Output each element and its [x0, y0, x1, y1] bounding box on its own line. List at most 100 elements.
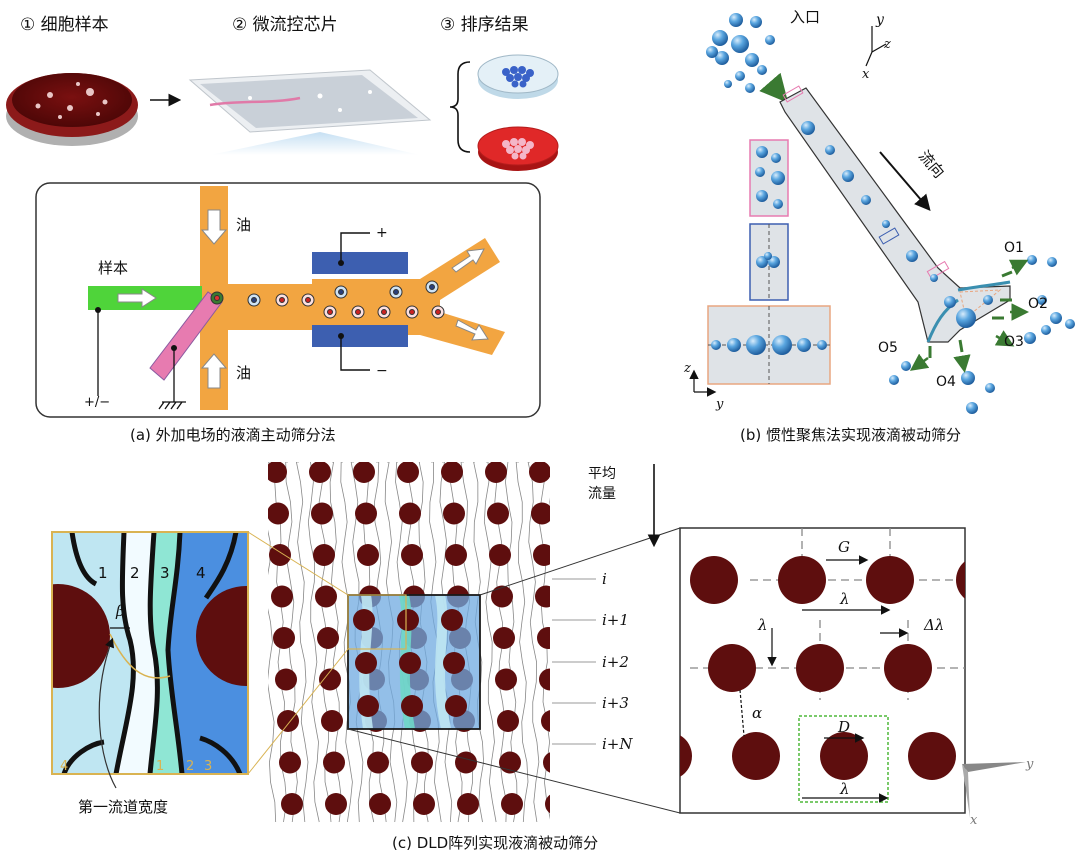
- array-post: [279, 751, 301, 774]
- minus-label: −: [376, 363, 388, 379]
- array-post: [357, 544, 379, 566]
- array-post: [545, 794, 550, 814]
- cross-section-middle: [749, 223, 789, 301]
- array-post: [443, 502, 465, 525]
- diameter-label: D: [837, 718, 850, 736]
- array-post: [541, 710, 550, 732]
- array-post: [489, 544, 511, 566]
- row-label-i3: i+3: [602, 694, 629, 712]
- stream-number-1: 1: [98, 564, 108, 582]
- delta-lambda-label: Δλ: [923, 616, 944, 634]
- array-post: [311, 502, 333, 525]
- array-streamline: [515, 462, 529, 823]
- array-post: [397, 462, 419, 483]
- array-streamline: [307, 462, 320, 823]
- bottom-number-2: 2: [186, 759, 194, 774]
- array-post: [277, 710, 299, 732]
- array-post: [271, 585, 293, 608]
- gap-label: G: [838, 538, 850, 556]
- array-post: [309, 462, 331, 483]
- array-post: [268, 462, 287, 483]
- caption-b: (b) 惯性聚焦法实现液滴被动筛分: [740, 426, 961, 444]
- row-label-in: i+N: [602, 735, 633, 753]
- row-label-i1: i+1: [602, 611, 629, 629]
- array-post: [317, 627, 339, 649]
- flow-direction-label: 流向: [915, 147, 948, 182]
- array-post: [353, 462, 375, 483]
- outlet-o3: O3: [1004, 334, 1024, 350]
- section-axes: [689, 369, 717, 397]
- cross-section-top: [749, 139, 789, 217]
- plus-label: +: [376, 225, 388, 241]
- geometry-zoom: [680, 528, 965, 803]
- array-post: [539, 668, 550, 691]
- section-axis-z: z: [683, 361, 691, 376]
- array-post: [537, 627, 550, 649]
- array-post: [369, 793, 391, 815]
- array-streamline: [549, 497, 550, 507]
- array-streamline: [268, 462, 277, 823]
- zoom-connectors: [247, 527, 681, 814]
- array-post: [535, 585, 550, 608]
- panel-c: 1 2 3 4 4 1 2 3 β 第一流道宽度 平均 流量 i i+1 i+2…: [51, 462, 1034, 852]
- lambda-bottom-label: λ: [839, 780, 850, 798]
- oil-label-top: 油: [236, 216, 251, 234]
- array-post: [543, 752, 550, 773]
- sorted-results: [449, 54, 559, 171]
- step1-label: ① 细胞样本: [20, 15, 109, 35]
- plus-minus-label: +/−: [84, 395, 110, 410]
- array-post: [273, 627, 295, 649]
- lambda-side-label: λ: [757, 616, 768, 634]
- positive-electrode: [312, 252, 408, 274]
- array-post: [529, 462, 550, 483]
- lambda-top-label: λ: [839, 590, 850, 608]
- array-post: [275, 668, 297, 691]
- array-post: [413, 793, 435, 815]
- cross-section-bottom: [707, 305, 831, 385]
- bottom-number-1: 1: [156, 759, 164, 774]
- axis-x-label: x: [862, 67, 870, 82]
- geometry-axis-x: x: [970, 813, 978, 828]
- avg-flow-line1: 平均: [588, 466, 616, 482]
- array-post: [455, 751, 477, 774]
- array-streamline: [483, 462, 497, 823]
- negative-electrode: [312, 325, 408, 347]
- outlet-o5: O5: [878, 340, 898, 356]
- array-post: [319, 668, 341, 691]
- stream-number-2: 2: [130, 564, 140, 582]
- stream-number-3: 3: [160, 564, 170, 582]
- array-post: [445, 544, 467, 566]
- array-post: [441, 462, 463, 483]
- array-post: [495, 668, 517, 691]
- inlet-droplets: [706, 13, 775, 93]
- array-post: [355, 502, 377, 525]
- array-post: [499, 751, 521, 774]
- stream-number-4: 4: [196, 564, 206, 582]
- row-label-i2: i+2: [602, 653, 629, 671]
- beta-label: β: [115, 602, 125, 620]
- array-post: [323, 751, 345, 774]
- caption-a: (a) 外加电场的液滴主动筛分法: [130, 426, 336, 444]
- outlet-arrow-down: [455, 319, 489, 341]
- array-post: [487, 502, 509, 525]
- stream-zoom-frame: [51, 531, 249, 775]
- array-post: [411, 751, 433, 774]
- dld-highlight-region: [347, 593, 481, 731]
- sorter-schematic: [88, 186, 505, 410]
- outlet-o4: O4: [936, 374, 956, 390]
- array-post: [313, 544, 335, 566]
- outlet-o1: O1: [1004, 240, 1024, 256]
- axis-z-label: z: [883, 37, 891, 52]
- axis-triad: [865, 26, 887, 67]
- sample-arrow: [117, 288, 157, 308]
- array-post: [497, 710, 519, 732]
- array-post: [281, 793, 303, 815]
- cell-sample-dish: [6, 73, 138, 146]
- outlet-o2: O2: [1028, 296, 1048, 312]
- panel-a: ① 细胞样本 ② 微流控芯片 ③ 排序结果: [6, 15, 559, 444]
- alpha-label: α: [752, 704, 762, 722]
- outlet-arrow-up: [451, 248, 485, 273]
- array-post: [321, 710, 343, 732]
- array-streamline: [340, 462, 353, 823]
- section-axis-y: y: [715, 397, 724, 412]
